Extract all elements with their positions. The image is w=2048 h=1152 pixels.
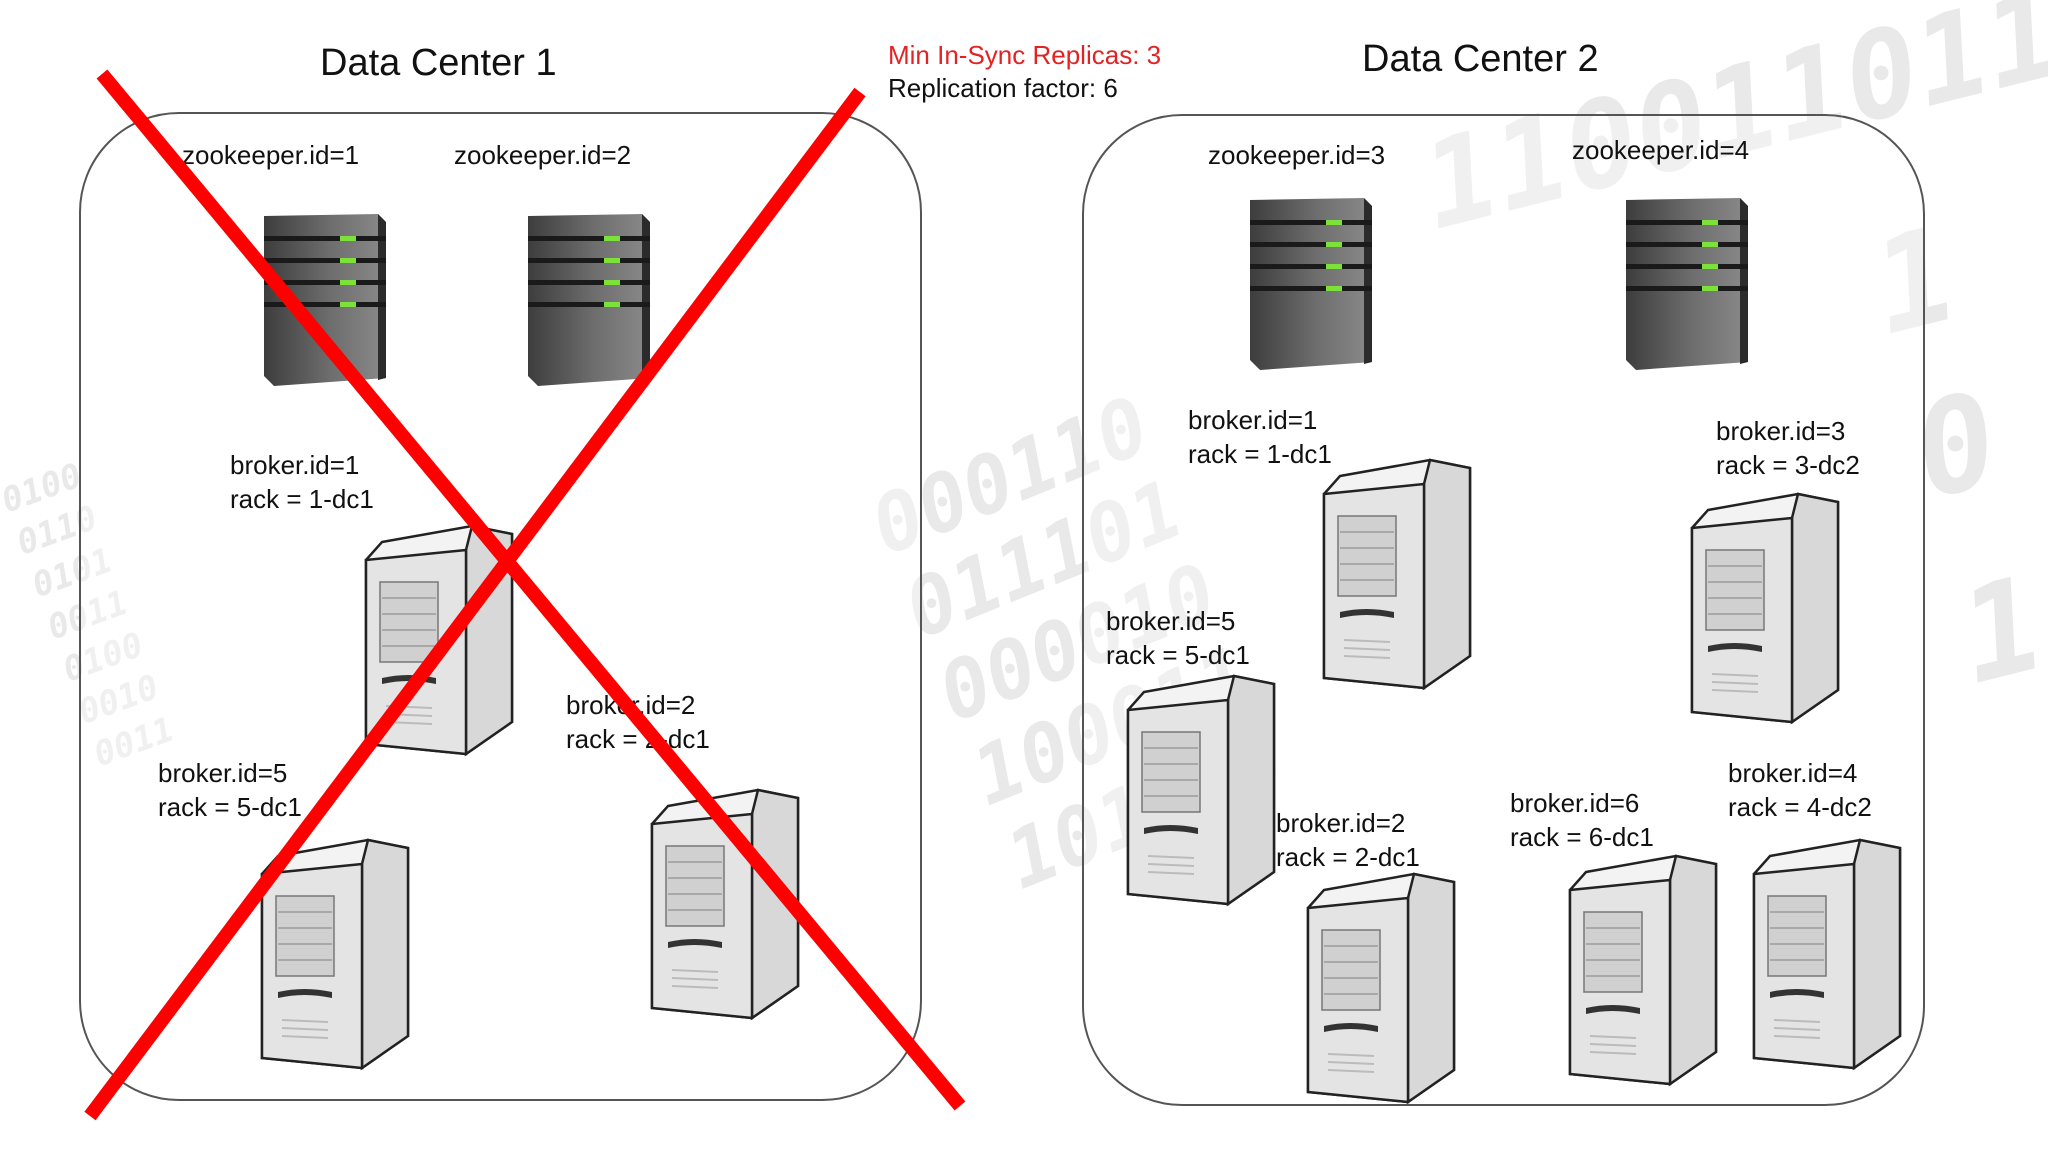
broker-rack-text: rack = 1-dc1 [1188,439,1332,469]
broker-server-icon [362,522,518,758]
data-center-2-title: Data Center 2 [1362,38,1599,80]
broker-id-text: broker.id=4 [1728,758,1858,788]
broker-rack-text: rack = 4-dc2 [1728,792,1872,822]
broker-rack-text: rack = 2-dc1 [566,724,710,754]
broker-server-icon [1320,456,1476,692]
broker-id-text: broker.id=2 [1276,808,1406,838]
broker-id-text: broker.id=3 [1716,416,1846,446]
zookeeper-server-icon [522,208,654,388]
broker-label: broker.id=4 rack = 4-dc2 [1728,756,1872,824]
zookeeper-label: zookeeper.id=3 [1208,140,1386,170]
replication-factor-note: Replication factor: 6 [888,73,1118,103]
broker-label: broker.id=1 rack = 1-dc1 [1188,403,1332,471]
broker-server-icon [258,836,414,1072]
zookeeper-label: zookeeper.id=1 [182,140,360,170]
broker-label: broker.id=1 rack = 1-dc1 [230,448,374,516]
broker-server-icon [1750,836,1906,1072]
zookeeper-server-icon [258,208,390,388]
zookeeper-server-icon [1620,192,1752,372]
broker-label: broker.id=6 rack = 6-dc1 [1510,786,1654,854]
broker-id-text: broker.id=1 [230,450,360,480]
broker-label: broker.id=2 rack = 2-dc1 [566,688,710,756]
broker-server-icon [648,786,804,1022]
broker-rack-text: rack = 3-dc2 [1716,450,1860,480]
zookeeper-label: zookeeper.id=2 [454,140,632,170]
broker-server-icon [1688,490,1844,726]
broker-rack-text: rack = 5-dc1 [158,792,302,822]
min-isr-note: Min In-Sync Replicas: 3 [888,40,1162,70]
zookeeper-server-icon [1244,192,1376,372]
zookeeper-label: zookeeper.id=4 [1572,135,1750,165]
broker-id-text: broker.id=6 [1510,788,1640,818]
broker-rack-text: rack = 1-dc1 [230,484,374,514]
broker-server-icon [1124,672,1280,908]
broker-label: broker.id=3 rack = 3-dc2 [1716,414,1860,482]
broker-rack-text: rack = 2-dc1 [1276,842,1420,872]
broker-rack-text: rack = 5-dc1 [1106,640,1250,670]
broker-label: broker.id=2 rack = 2-dc1 [1276,806,1420,874]
broker-rack-text: rack = 6-dc1 [1510,822,1654,852]
broker-id-text: broker.id=5 [158,758,288,788]
broker-label: broker.id=5 rack = 5-dc1 [1106,604,1250,672]
broker-id-text: broker.id=5 [1106,606,1236,636]
broker-id-text: broker.id=2 [566,690,696,720]
broker-id-text: broker.id=1 [1188,405,1318,435]
broker-server-icon [1304,870,1460,1106]
broker-label: broker.id=5 rack = 5-dc1 [158,756,302,824]
data-center-1-title: Data Center 1 [320,42,557,84]
broker-server-icon [1566,852,1722,1088]
svg-text:1: 1 [1946,547,2048,713]
